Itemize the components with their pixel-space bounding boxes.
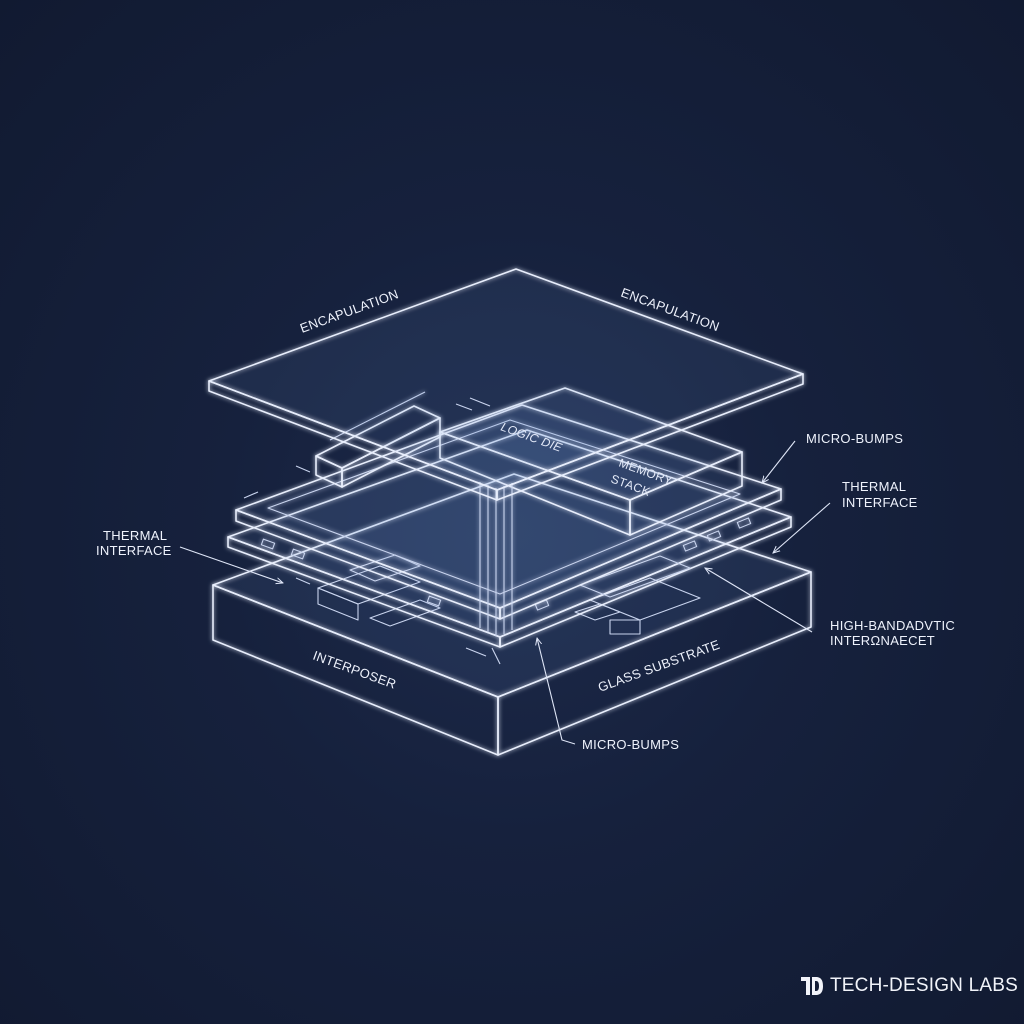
- encapsulation-plate: [208, 268, 804, 501]
- leader-high-bandwidth: [705, 568, 813, 633]
- leader-thermal-left: [179, 546, 283, 583]
- label-thermal-left-1: THERMAL: [103, 528, 167, 543]
- tsv-pillars: [479, 482, 513, 636]
- leader-lines: [179, 440, 831, 745]
- brand-name: TECH-DESIGN LABS: [830, 975, 1018, 996]
- leader-micro-bumps-top: [762, 440, 796, 483]
- label-high-bandwidth-1: HIGH-BANDADVTIC: [830, 618, 955, 633]
- brand-logo: TECH-DESIGN LABS: [800, 975, 1018, 997]
- label-high-bandwidth-2: INTERΩNAECET: [830, 633, 935, 648]
- td-logo-icon: [801, 977, 823, 995]
- leader-micro-bumps-bottom: [537, 638, 576, 745]
- label-thermal-right-1: THERMAL: [842, 479, 906, 494]
- alignment-ticks: [243, 397, 501, 665]
- label-thermal-right-2: INTERFACE: [842, 495, 918, 510]
- leader-thermal-right: [773, 502, 831, 553]
- label-micro-bumps-top: MICRO-BUMPS: [806, 431, 903, 446]
- label-micro-bumps-bottom: MICRO-BUMPS: [582, 737, 679, 752]
- label-thermal-left-2: INTERFACE: [96, 543, 172, 558]
